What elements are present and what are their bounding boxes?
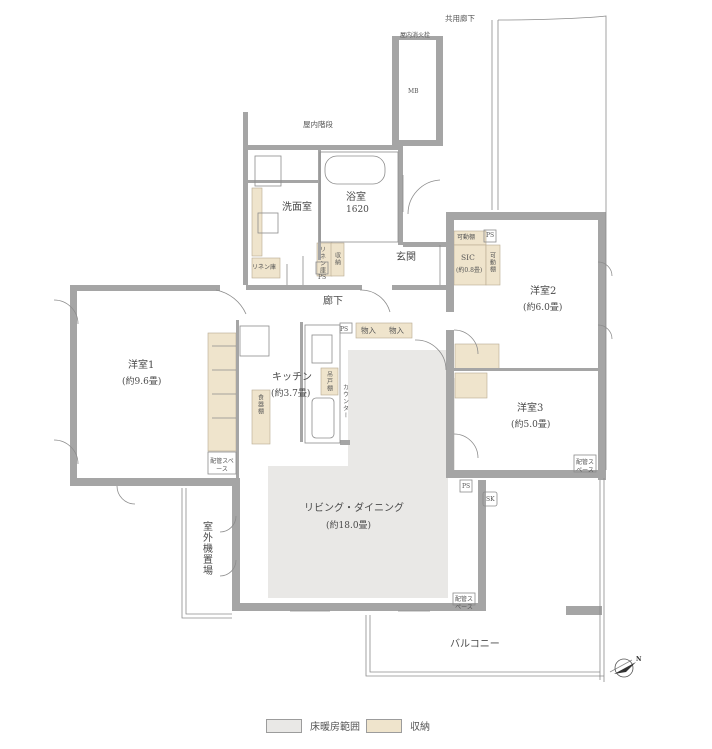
meter-box-tag: 屋内消火栓: [400, 32, 431, 39]
legend-label-floor-heating: 床暖房範囲: [310, 722, 360, 733]
sic-size-label: (約0.8畳): [456, 267, 483, 274]
kitchen-size-label: (約3.7畳): [271, 389, 311, 399]
ps-label-living: PS: [462, 483, 471, 490]
indoor-stairs-label: 屋内階段: [303, 120, 333, 129]
room3-label: 洋室3: [517, 403, 544, 414]
ps-label-sic: PS: [486, 232, 495, 239]
storage-b-label: 物入: [389, 326, 404, 335]
room2-label: 洋室2: [530, 286, 557, 297]
mb-label: MB: [408, 88, 419, 95]
hallway-label: 廊下: [323, 296, 343, 307]
piping-space-1-label: 配管スペース: [210, 458, 234, 473]
living-size-label: (約18.0畳): [326, 521, 372, 531]
common-corridor-label: 共用廊下: [445, 14, 475, 23]
north-label: N: [636, 656, 642, 663]
sic-label: SIC: [461, 253, 475, 262]
legend-storage: 収納: [366, 718, 430, 733]
legend-label-storage: 収納: [410, 722, 430, 733]
pantry-label: 食器棚: [256, 394, 264, 415]
piping-space-3-label: 配管スペース: [454, 596, 473, 611]
piping-space-2-label: 配管スペース: [575, 459, 594, 474]
floor-heating-area: [268, 350, 455, 598]
bathroom-label: 浴室: [346, 192, 366, 203]
bath-size-label: 1620: [346, 205, 369, 215]
balcony-label: バルコニー: [450, 639, 500, 650]
counter-label: カウンター: [341, 384, 349, 419]
room1-size-label: (約9.6畳): [122, 377, 162, 387]
walls: [70, 36, 606, 615]
room3-size-label: (約5.0畳): [511, 420, 551, 430]
washroom-label: 洗面室: [282, 202, 312, 213]
kitchen-label: キッチン: [272, 372, 312, 383]
ps-label-kitchen: PS: [340, 326, 349, 333]
shelf-small-label: 収納: [333, 252, 341, 266]
movable-shelf-label: 可動棚: [457, 234, 476, 241]
linen-shelf-label: リネン庫: [252, 264, 277, 271]
room2-size-label: (約6.0畳): [523, 303, 563, 313]
fixture-lines: [53, 15, 633, 682]
sk-label: SK: [486, 496, 495, 503]
outdoor-unit-label: 室外機置場: [200, 521, 212, 576]
storage-a-label: 物入: [361, 326, 376, 335]
room1-label: 洋室1: [128, 360, 155, 371]
legend-floor-heating: 床暖房範囲: [266, 718, 360, 733]
ps-label-bath: PS: [318, 274, 327, 281]
legend-swatch-storage: [366, 718, 402, 733]
entrance-label: 玄関: [396, 252, 416, 263]
north-arrow-icon: [614, 658, 636, 678]
hanging-shelf-label: 吊戸棚: [325, 371, 333, 392]
living-dining-label: リビング・ダイニング: [304, 503, 404, 514]
linen-small-label: リネン庫: [318, 246, 326, 274]
legend-swatch-floor-heating: [266, 718, 302, 733]
movable-shelf-v-label: 可動棚: [488, 252, 496, 273]
